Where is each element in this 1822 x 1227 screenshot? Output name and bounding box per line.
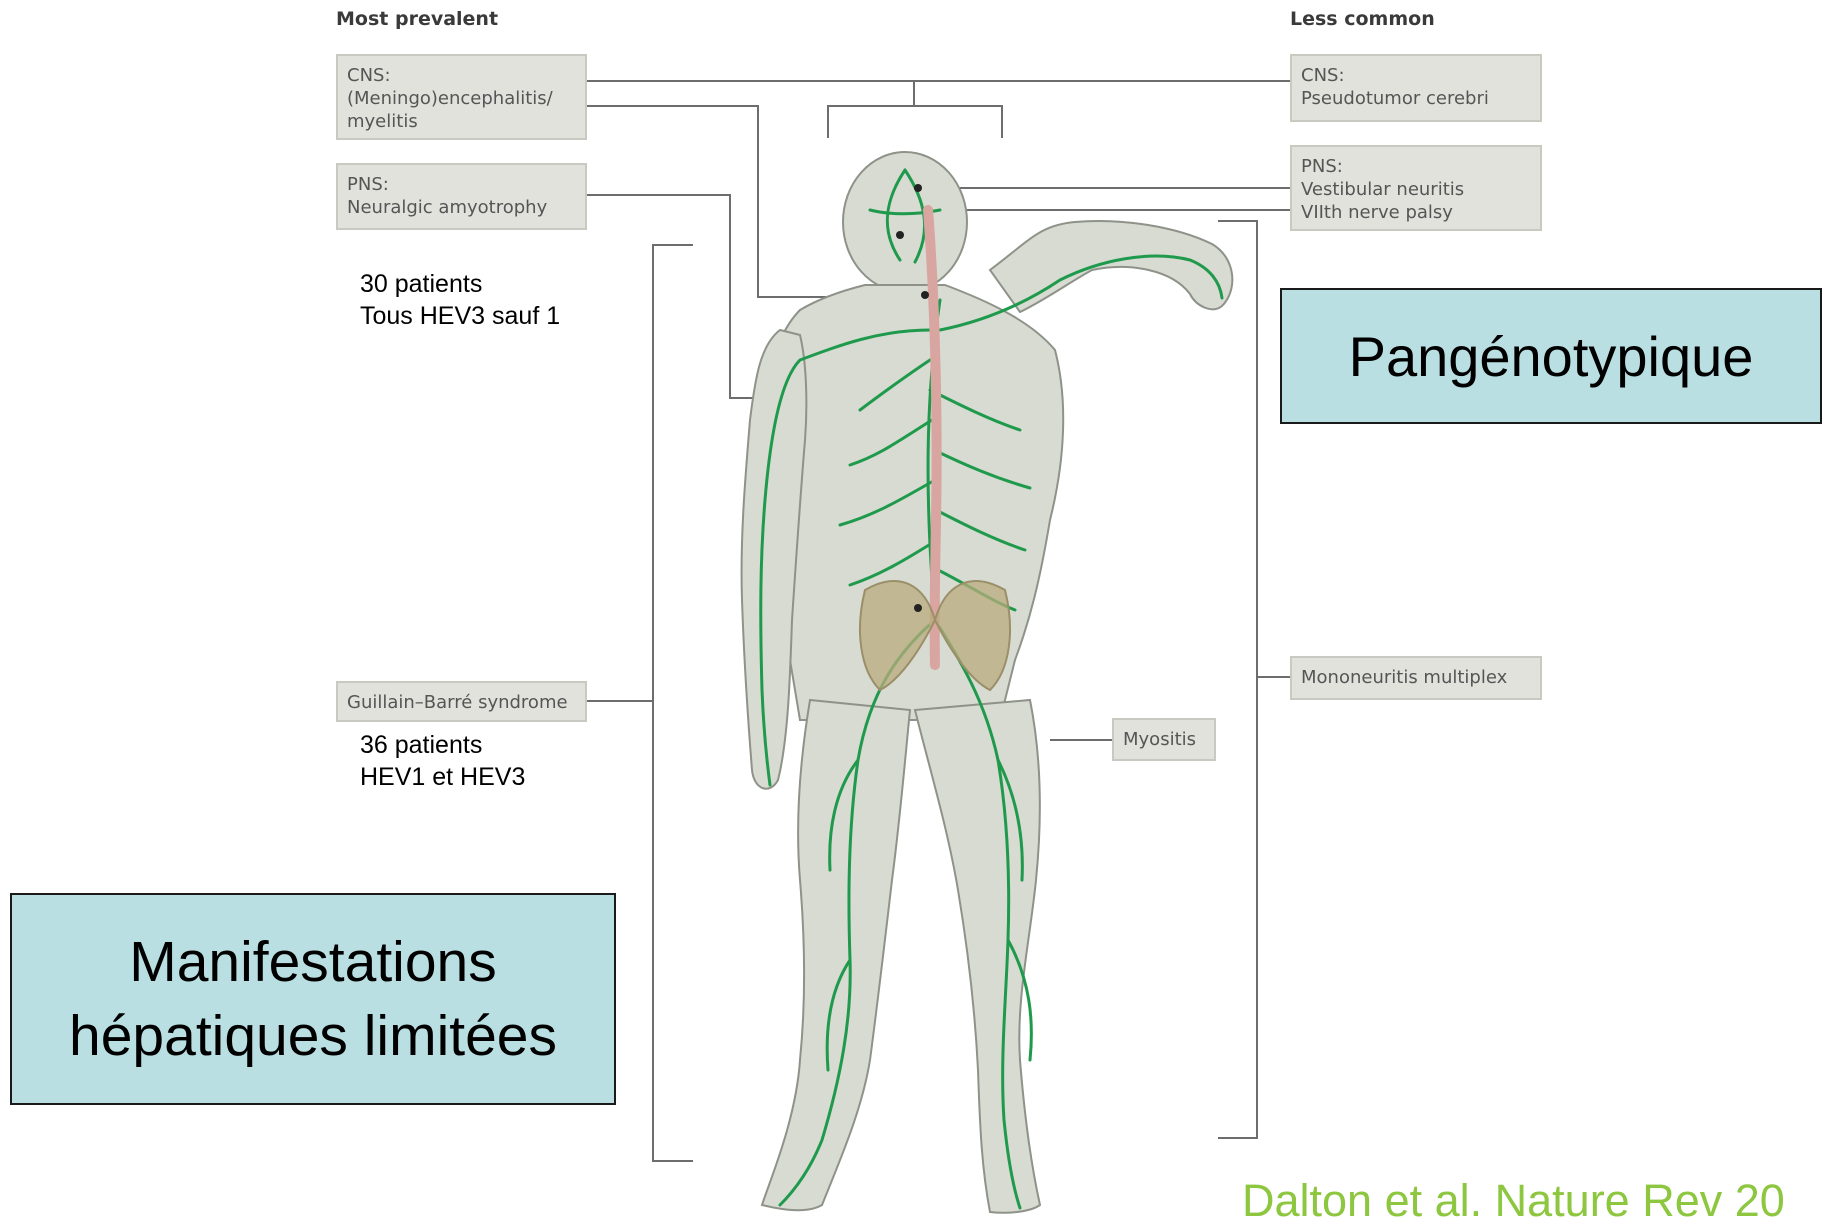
- pns-vestibular-label: PNS: Vestibular neuritis VIIth nerve pal…: [1290, 145, 1542, 231]
- note-patients-count: 30 patients: [360, 268, 560, 300]
- note-patients-count: 36 patients: [360, 729, 525, 761]
- manifestations-callout: Manifestations hépatiques limitées: [10, 893, 616, 1105]
- myositis-label: Myositis: [1112, 718, 1216, 761]
- citation-text: Dalton et al. Nature Rev 20: [1242, 1175, 1785, 1227]
- note-genotype: Tous HEV3 sauf 1: [360, 300, 560, 332]
- guillain-barre-label: Guillain–Barré syndrome: [336, 681, 587, 722]
- pns-neuralgic-amyotrophy-label: PNS: Neuralgic amyotrophy: [336, 163, 587, 230]
- cns-pseudotumor-label: CNS: Pseudotumor cerebri: [1290, 54, 1542, 122]
- neuralgic-amyotrophy-note: 30 patients Tous HEV3 sauf 1: [360, 268, 560, 332]
- note-genotype: HEV1 et HEV3: [360, 761, 525, 793]
- gbs-note: 36 patients HEV1 et HEV3: [360, 729, 525, 793]
- manifestations-text: Manifestations hépatiques limitées: [69, 925, 557, 1073]
- cns-encephalitis-label: CNS: (Meningo)encephalitis/ myelitis: [336, 54, 587, 140]
- mononeuritis-multiplex-label: Mononeuritis multiplex: [1290, 656, 1542, 700]
- pangenotypique-callout: Pangénotypique: [1280, 288, 1822, 424]
- pangenotypique-text: Pangénotypique: [1349, 324, 1754, 389]
